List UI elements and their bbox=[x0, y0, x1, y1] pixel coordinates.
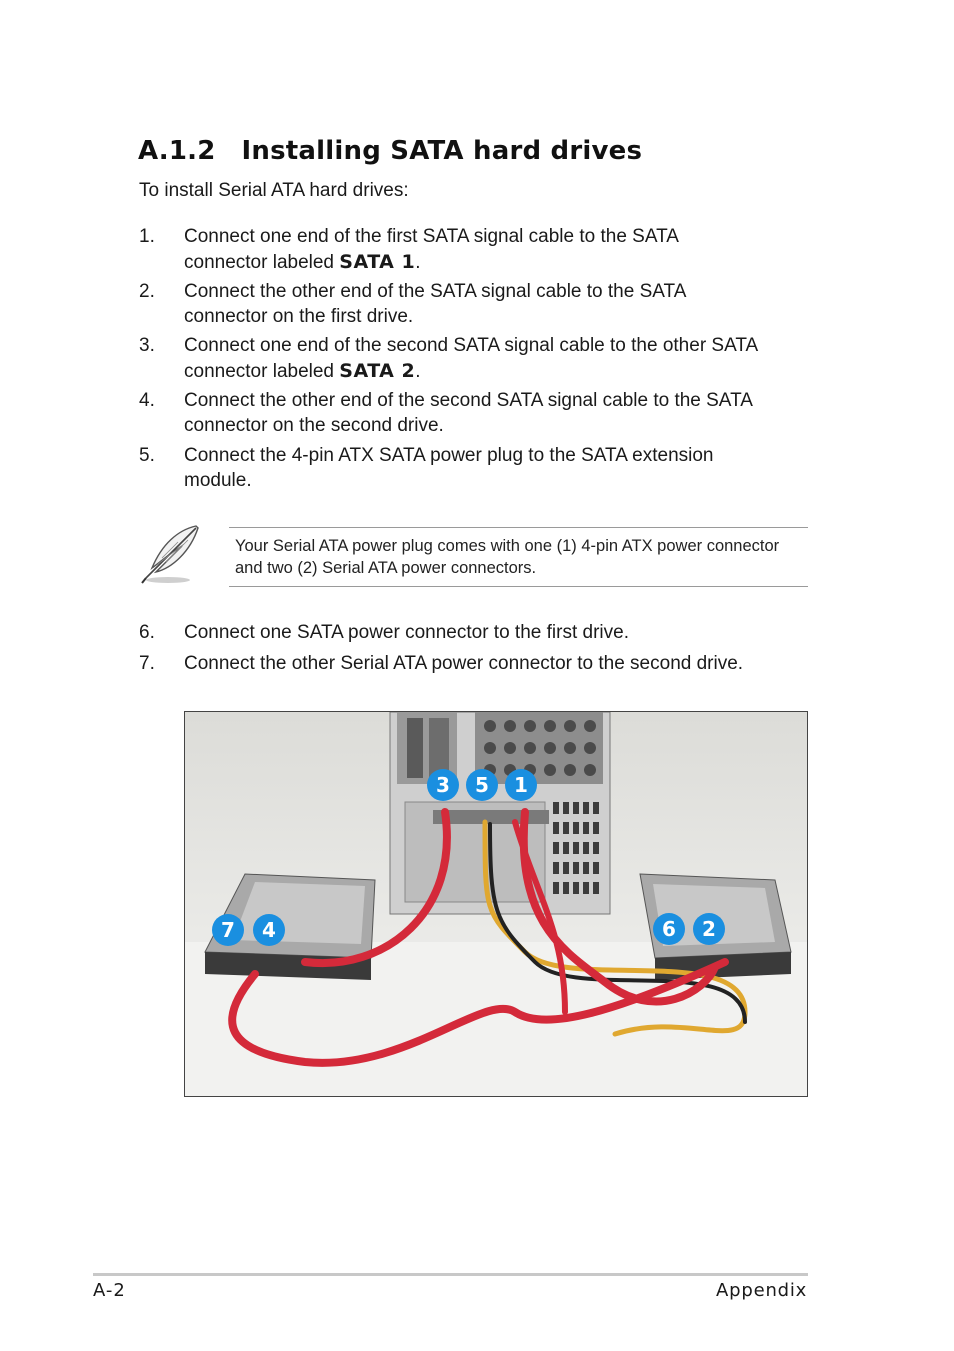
page-number: A-2 bbox=[93, 1280, 126, 1301]
callout-4: 4 bbox=[253, 914, 285, 946]
section-heading: A.1.2 Installing SATA hard drives bbox=[138, 136, 642, 166]
step-number: 1. bbox=[139, 226, 155, 247]
note-bottom-rule bbox=[229, 586, 808, 587]
installation-photo: 3 5 1 7 4 6 2 bbox=[184, 711, 808, 1097]
step-number: 4. bbox=[139, 390, 155, 411]
step-number: 6. bbox=[139, 622, 155, 643]
svg-text:7: 7 bbox=[221, 918, 235, 942]
callout-3: 3 bbox=[427, 769, 459, 801]
step-text: Connect the other end of the SATA signal… bbox=[184, 281, 686, 327]
svg-text:6: 6 bbox=[662, 917, 676, 941]
callout-6: 6 bbox=[653, 913, 685, 945]
step-text: Connect one end of the first SATA signal… bbox=[184, 226, 678, 273]
note-text: Your Serial ATA power plug comes with on… bbox=[235, 537, 780, 577]
svg-text:5: 5 bbox=[475, 773, 489, 797]
note-top-rule bbox=[229, 527, 808, 528]
callout-7: 7 bbox=[212, 914, 244, 946]
svg-text:2: 2 bbox=[702, 917, 716, 941]
feather-pen-icon bbox=[138, 522, 204, 586]
pc-chassis bbox=[389, 712, 611, 915]
svg-text:3: 3 bbox=[436, 773, 450, 797]
step-number: 3. bbox=[139, 335, 155, 356]
step-number: 5. bbox=[139, 445, 155, 466]
step-text: Connect the 4-pin ATX SATA power plug to… bbox=[184, 445, 714, 491]
step-number: 7. bbox=[139, 653, 155, 674]
step-number: 2. bbox=[139, 281, 155, 302]
callout-5: 5 bbox=[466, 769, 498, 801]
footer-section-name: Appendix bbox=[716, 1280, 808, 1301]
callout-2: 2 bbox=[693, 913, 725, 945]
step-text: Connect the other Serial ATA power conne… bbox=[184, 653, 744, 674]
connector-label: SATA 2 bbox=[339, 359, 416, 382]
svg-text:4: 4 bbox=[262, 918, 276, 942]
section-number: A.1.2 bbox=[138, 136, 216, 166]
connector-label: SATA 1 bbox=[339, 250, 416, 273]
callout-1: 1 bbox=[505, 769, 537, 801]
intro-text: To install Serial ATA hard drives: bbox=[139, 180, 409, 201]
step-text: Connect the other end of the second SATA… bbox=[184, 390, 752, 436]
step-text: Connect one SATA power connector to the … bbox=[184, 622, 629, 643]
footer-rule bbox=[93, 1273, 808, 1276]
section-title: Installing SATA hard drives bbox=[241, 136, 643, 166]
svg-text:1: 1 bbox=[514, 773, 528, 797]
step-text: Connect one end of the second SATA signa… bbox=[184, 335, 758, 382]
